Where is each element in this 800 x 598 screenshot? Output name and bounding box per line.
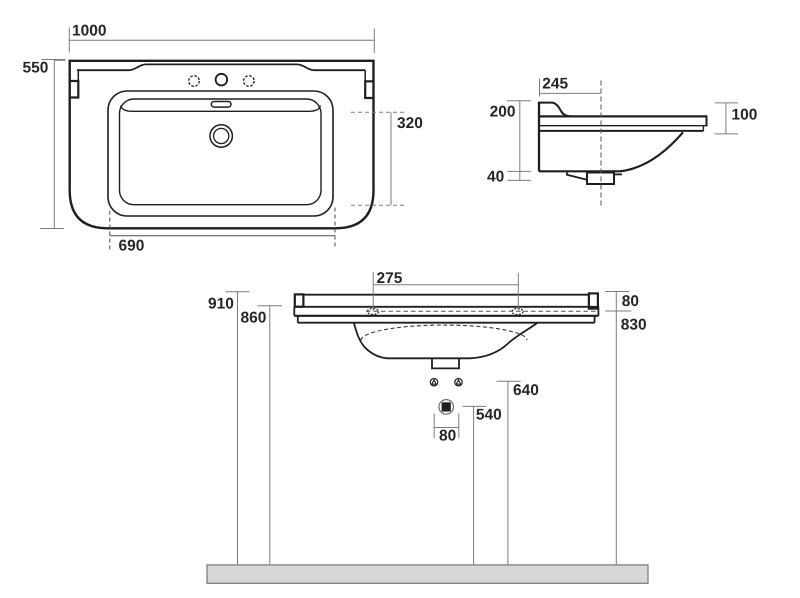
svg-text:640: 640 — [513, 382, 539, 399]
svg-text:830: 830 — [621, 317, 647, 334]
svg-text:275: 275 — [377, 270, 403, 287]
svg-text:100: 100 — [732, 107, 758, 124]
svg-text:550: 550 — [23, 59, 49, 76]
svg-text:200: 200 — [490, 103, 516, 120]
svg-text:320: 320 — [397, 115, 423, 132]
svg-text:80: 80 — [622, 293, 639, 310]
svg-text:860: 860 — [241, 310, 267, 327]
svg-text:1000: 1000 — [72, 23, 106, 40]
svg-text:690: 690 — [119, 237, 145, 254]
svg-text:80: 80 — [439, 427, 456, 444]
svg-text:40: 40 — [487, 169, 504, 186]
svg-text:245: 245 — [542, 76, 568, 93]
svg-text:540: 540 — [476, 406, 502, 423]
svg-text:910: 910 — [208, 295, 234, 312]
